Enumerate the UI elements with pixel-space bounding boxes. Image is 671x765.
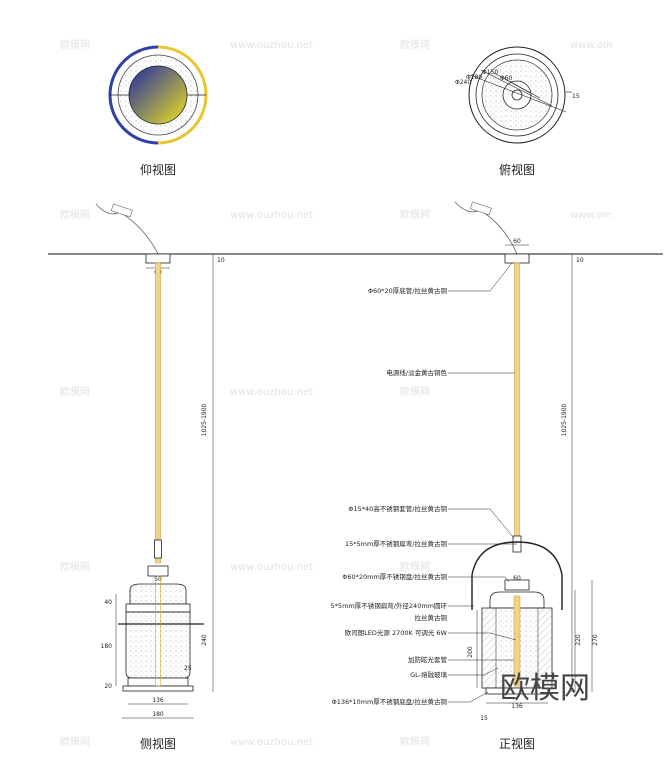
callout-labels: Φ60*20厚底管/拉丝黄古铜 电源线/淡金黄古铜色 Φ15*40高不锈钢套管/… [331, 286, 448, 706]
dim-15: 15 [572, 93, 580, 100]
dim-neck-w: 60 [513, 575, 521, 582]
shade-body [125, 611, 191, 679]
neck-plate [504, 579, 530, 591]
watermark-tile: 欧模网 [400, 561, 430, 573]
foot [127, 677, 189, 687]
cable-rod [155, 262, 161, 564]
dim-60: Φ60 [500, 75, 513, 82]
watermark-tile: 欧模网 [400, 736, 430, 748]
dim-canopy-h: 10 [576, 257, 584, 264]
watermark-tile: www.ouzhou.net [230, 40, 313, 51]
cable-rod [514, 262, 520, 539]
watermark-tile: 欧模网 [60, 736, 90, 748]
base-plate [122, 685, 194, 692]
callout-ring: 5*5mm厚不锈钢扁弯/外径240mm圆环 [331, 601, 448, 610]
bottom-view: 仰视图 [108, 45, 208, 177]
callout-sleeve: Φ15*40高不锈钢套管/拉丝黄古铜 [348, 504, 447, 513]
watermark-tile: 欧模网 [400, 39, 430, 51]
dim-cable-len: 1025-1900 [201, 403, 208, 436]
dim-bottom-w: 136 [511, 703, 523, 710]
driver-box [110, 203, 133, 218]
watermark-tile: 欧模网 [400, 386, 430, 398]
shade-disc [128, 65, 188, 125]
callout-glass: GL-熔融玻璃 [410, 670, 447, 679]
callout-glare-sleeve: 加防眩光套管 [408, 655, 448, 664]
canopy [145, 253, 171, 264]
top-view-title: 俯视图 [499, 162, 535, 177]
callout-base: Φ136*10mm厚不锈钢底盘/拉丝黄古铜 [332, 697, 448, 706]
watermark-tile: www.ouzhou.net [230, 387, 313, 398]
dim-cable-len: 1025-1900 [561, 403, 568, 436]
dim-total-h: 270 [592, 634, 599, 646]
watermark-tile: 欧模网 [60, 561, 90, 573]
dim-bracket-h: 220 [575, 634, 582, 646]
dim-canopy-h: 10 [217, 257, 225, 264]
dim-top-h: 40 [104, 599, 112, 606]
front-view: 60 60 200 10 1025-1900 220 270 136 15 正视… [454, 201, 599, 751]
base-plate [485, 687, 549, 695]
callout-led: 欧司朗LED光源 2700K 可调光 6W [345, 628, 448, 637]
watermark-tile: www.om [570, 210, 613, 221]
sleeve [154, 539, 162, 559]
watermark-tile: 欧模网 [400, 209, 430, 221]
dim-canopy-w: 60 [513, 238, 521, 245]
dim-base-w: 180 [152, 711, 164, 718]
callouts [448, 262, 517, 703]
dim-ring: 25 [184, 665, 192, 672]
side-view: 60 50 40 180 20 25 10 1025-1900 240 136 … [95, 203, 225, 751]
dim-glass-h: 200 [467, 646, 474, 658]
watermark-tile: www.ouzhou.net [230, 562, 313, 573]
top-view: Φ240 Φ180 Φ150 Φ60 15 俯视图 [455, 46, 580, 177]
bottom-view-title: 仰视图 [140, 162, 176, 177]
dim-240: Φ240 [455, 79, 471, 86]
callout-ring-finish: 拉丝黄古铜 [415, 613, 448, 622]
shade-top [129, 583, 187, 605]
watermark-tile: www.ouzhou.net [230, 737, 313, 748]
callout-flat-bar: 15*5mm厚不锈钢扁弯/拉丝黄古铜 [345, 539, 448, 548]
watermark-logo: 欧模网 [500, 671, 590, 706]
dim-foot-h: 20 [104, 683, 112, 690]
led-tube [513, 595, 521, 687]
watermark-tile: 欧模网 [60, 209, 90, 221]
watermark-tile: 欧模网 [60, 39, 90, 51]
watermark-tiles: 欧模网 www.ouzhou.net 欧模网 www.om 欧模网 www.ou… [60, 39, 613, 748]
bracket-arc [471, 541, 563, 610]
canopy [504, 253, 530, 264]
front-view-title: 正视图 [499, 736, 535, 751]
callout-canopy: Φ60*20厚底管/拉丝黄古铜 [368, 286, 448, 295]
side-view-title: 侧视图 [140, 736, 176, 751]
dim-bottom-w: 136 [152, 697, 164, 704]
dim-180: Φ180 [466, 74, 482, 81]
dim-base-gap: 15 [480, 715, 488, 722]
watermark-tile: 欧模网 [60, 386, 90, 398]
watermark-tile: www.om [570, 40, 613, 51]
neck [147, 565, 169, 577]
dim-150: Φ150 [482, 69, 498, 76]
dim-body-h: 180 [101, 643, 113, 650]
watermark-tile: www.ouzhou.net [230, 210, 313, 221]
callout-power-cable: 电源线/淡金黄古铜色 [386, 368, 447, 377]
driver-box [469, 201, 492, 216]
callout-plate: Φ60*20mm厚不锈钢盘/拉丝黄古铜 [342, 572, 447, 581]
dim-total-h: 240 [201, 634, 208, 646]
dim-neck-w: 50 [154, 576, 162, 583]
